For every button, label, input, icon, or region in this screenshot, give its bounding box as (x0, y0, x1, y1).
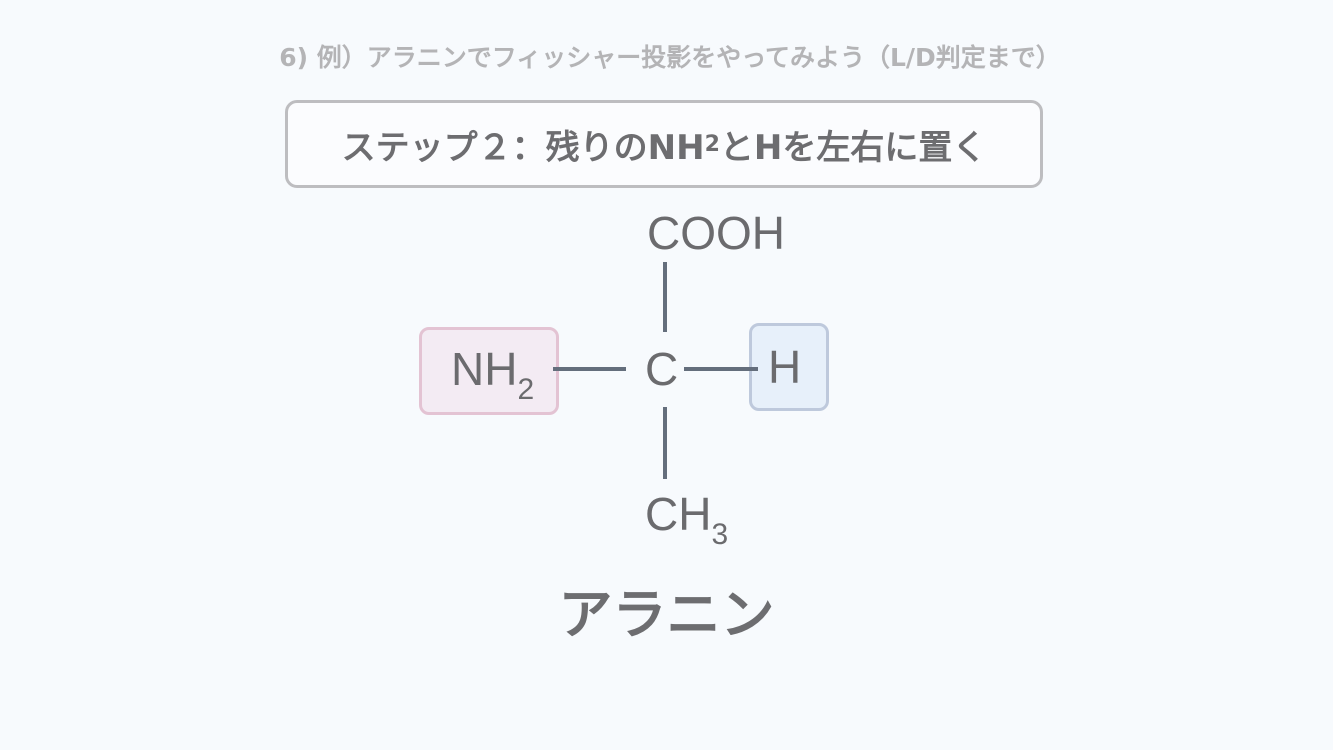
ch3-sub: 3 (711, 518, 729, 551)
step-suffix: とHを左右に置く (719, 127, 987, 168)
slide-title: 6) 例）アラニンでフィッシャー投影をやってみよう（L/D判定まで） (279, 43, 1061, 72)
nh2-base: NH (451, 343, 518, 395)
step-sub: 2 (704, 131, 720, 157)
ch3-base: CH (645, 488, 712, 540)
h-atom: H (768, 341, 802, 393)
step-prefix: ステップ２：残りのNH (341, 127, 705, 168)
ch3-group: CH3 (645, 487, 728, 552)
molecule-name: アラニン (558, 583, 775, 646)
bond-left (553, 367, 626, 371)
central-carbon: C (645, 343, 679, 395)
cooh-group: COOH (647, 207, 785, 259)
bond-top (663, 262, 667, 332)
bond-bottom (663, 407, 667, 479)
nh2-sub: 2 (517, 373, 535, 406)
bond-right (684, 367, 758, 371)
nh2-group: NH2 (451, 342, 534, 407)
nh2-highlight-box (419, 327, 559, 415)
